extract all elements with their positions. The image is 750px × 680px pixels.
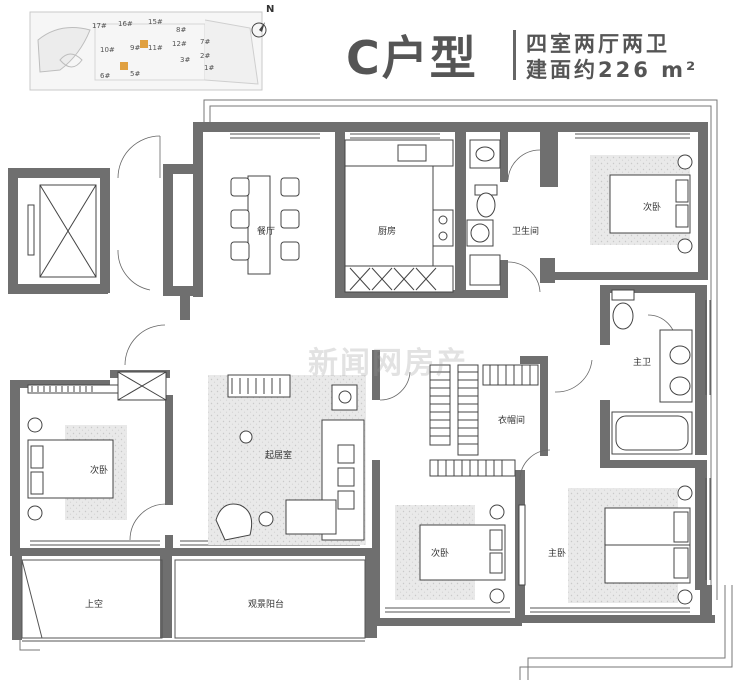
site-map-building-label: 16# xyxy=(118,20,133,28)
north-compass-icon xyxy=(251,22,267,38)
dining-set xyxy=(230,175,300,275)
north-label: N xyxy=(266,4,275,15)
room-label-bedroom-bottom: 次卧 xyxy=(431,549,450,559)
site-map-building-label: 6# xyxy=(100,72,110,80)
kitchen-fixtures xyxy=(344,139,454,293)
watermark: 新闻网房产 xyxy=(308,346,468,381)
closet-racks xyxy=(429,364,539,477)
room-label-bathroom: 卫生间 xyxy=(512,227,540,237)
bedroom-top-right-furniture xyxy=(590,154,693,254)
living-room-furniture xyxy=(208,374,366,545)
layout-description: 四室两厅两卫 xyxy=(526,32,670,56)
site-map-building-label: 15# xyxy=(148,18,163,26)
outer-boundary xyxy=(19,99,733,680)
master-bedroom-furniture xyxy=(568,485,693,605)
bedroom-left-furniture xyxy=(27,371,167,521)
elevator-shaft xyxy=(27,184,97,278)
room-label-bedroom-top-right: 次卧 xyxy=(643,203,662,213)
site-map-building-label: 2# xyxy=(200,52,210,60)
room-label-bedroom-left: 次卧 xyxy=(90,466,109,476)
room-label-kitchen: 厨房 xyxy=(378,227,397,237)
unit-type-title: C户型 xyxy=(346,31,478,85)
bathroom-fixtures xyxy=(466,139,693,455)
balcony-outline xyxy=(21,559,366,642)
room-label-void: 上空 xyxy=(85,600,104,610)
room-label-living: 起居室 xyxy=(265,451,293,461)
site-map-building-label: 5# xyxy=(130,70,140,78)
bedroom-bottom-furniture xyxy=(395,504,526,604)
room-label-master-bath: 主卫 xyxy=(633,358,652,368)
site-map-building-label: 17# xyxy=(92,22,107,30)
door-swings xyxy=(117,135,677,541)
site-map-building-label: 7# xyxy=(200,38,210,46)
room-label-dining: 餐厅 xyxy=(257,227,276,237)
walls xyxy=(8,122,715,640)
site-map-building-label: 10# xyxy=(100,46,115,54)
room-label-balcony: 观景阳台 xyxy=(248,600,285,610)
site-map-thumbnail: 17# 16# 15# 12# 11# 10# 9# 8# 7# 6# 5# 3# 2# 1# xyxy=(29,11,263,91)
area-description: 建面约226 m² xyxy=(526,58,699,82)
site-map-building-label: 3# xyxy=(180,56,190,64)
site-map-building-label: 1# xyxy=(204,64,214,72)
site-map-building-label: 12# xyxy=(172,40,187,48)
title-separator xyxy=(513,30,516,80)
room-label-closet: 衣帽间 xyxy=(498,416,526,426)
site-map-building-label: 9# xyxy=(130,44,140,52)
site-map-building-label: 8# xyxy=(176,26,186,34)
site-map-building-label: 11# xyxy=(148,44,163,52)
room-label-master-bedroom: 主卧 xyxy=(548,549,567,559)
